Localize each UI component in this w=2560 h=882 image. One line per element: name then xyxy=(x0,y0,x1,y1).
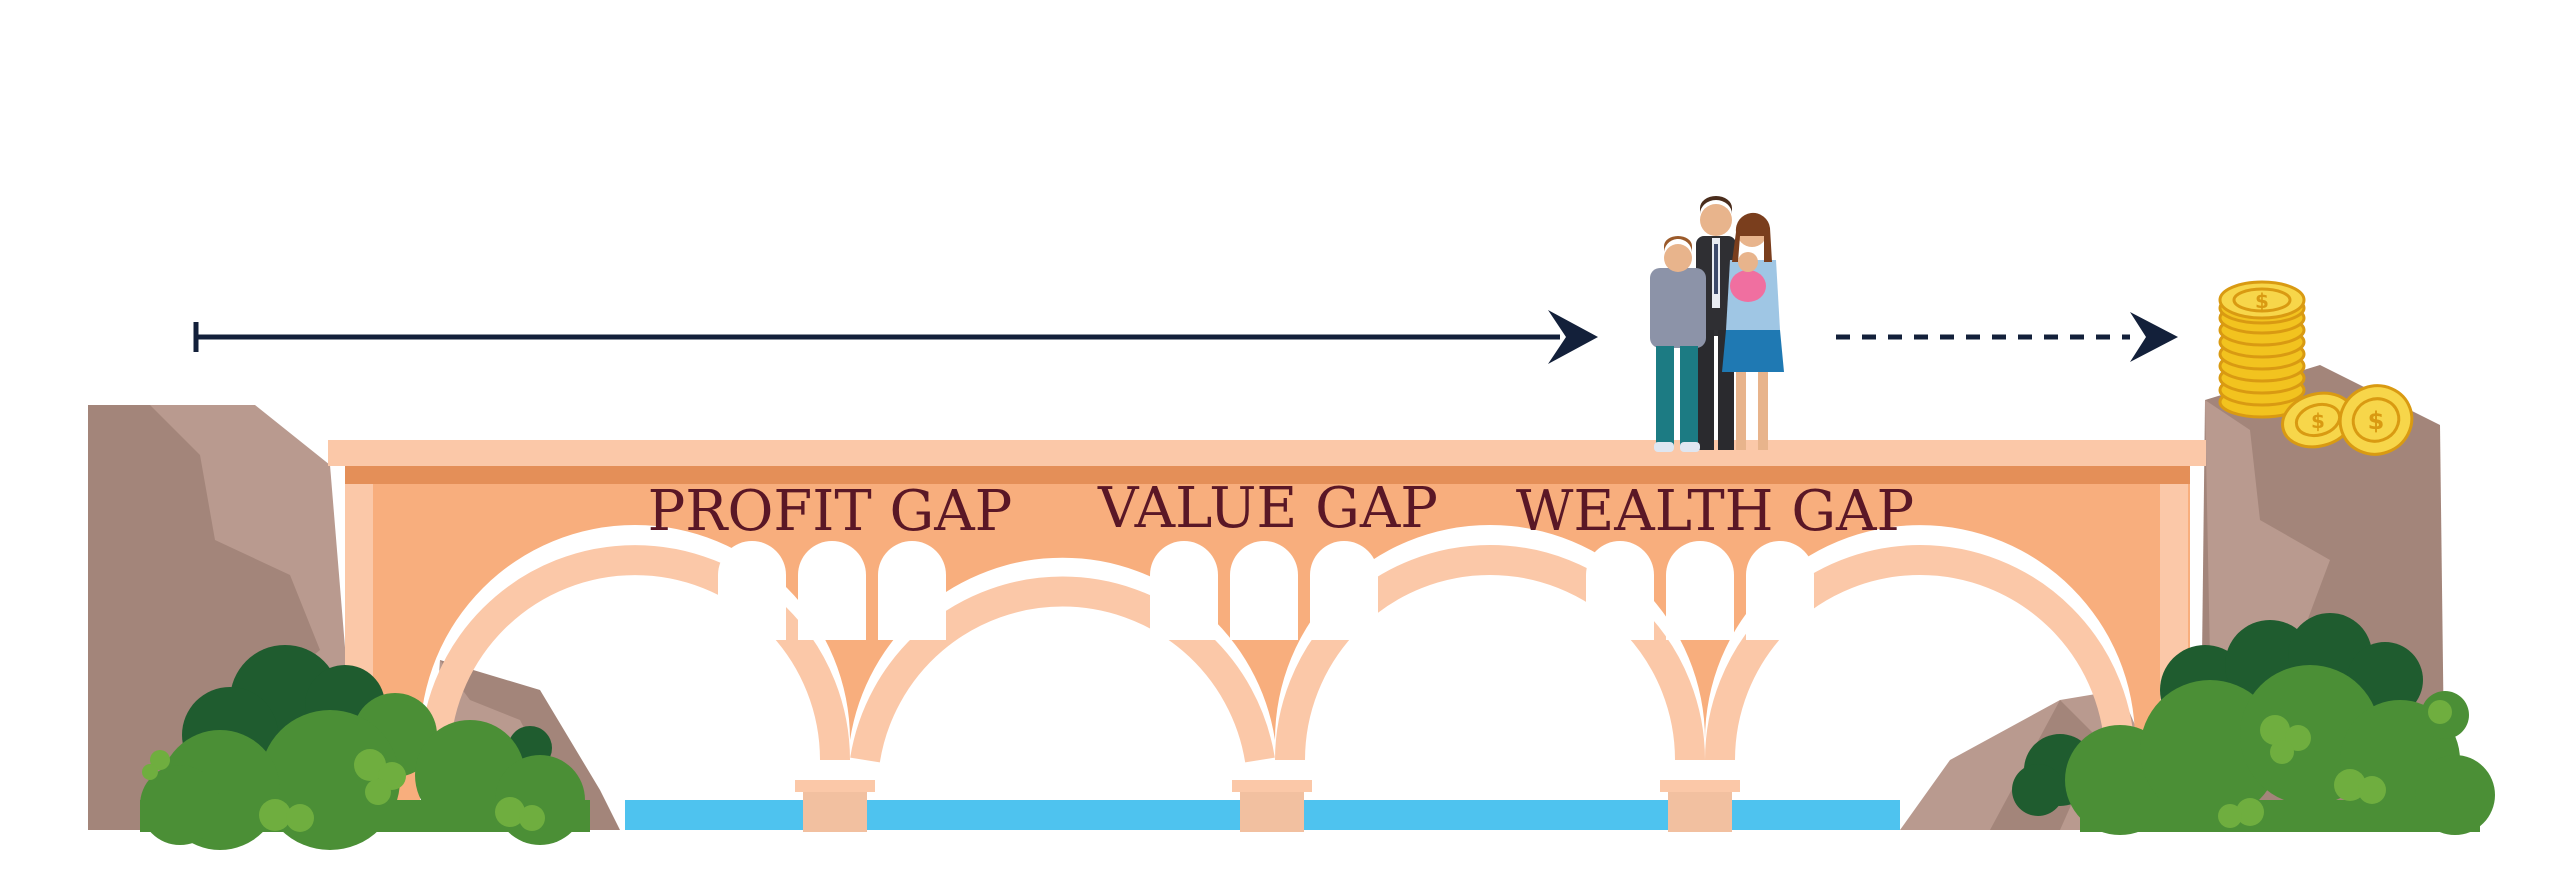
left-bush xyxy=(140,645,590,850)
svg-text:$: $ xyxy=(2311,409,2325,433)
svg-text:$: $ xyxy=(2255,289,2269,313)
right-bush xyxy=(2012,613,2495,835)
arrowhead-icon xyxy=(1548,310,1598,364)
coin-stack-icon: $ $ $ xyxy=(2218,280,2414,456)
bridge-deck xyxy=(328,440,2206,466)
family-icon xyxy=(1650,196,1784,452)
bridge xyxy=(328,440,2206,832)
wealth-gap-label: WEALTH GAP xyxy=(1516,479,1914,544)
dashed-arrowhead-icon xyxy=(2130,312,2178,362)
profit-gap-label: PROFIT GAP xyxy=(648,479,1013,544)
progress-arrow xyxy=(193,310,1598,364)
svg-text:$: $ xyxy=(2368,407,2385,435)
dashed-arrow xyxy=(1836,312,2178,362)
value-gap-label: VALUE GAP xyxy=(1097,476,1438,541)
